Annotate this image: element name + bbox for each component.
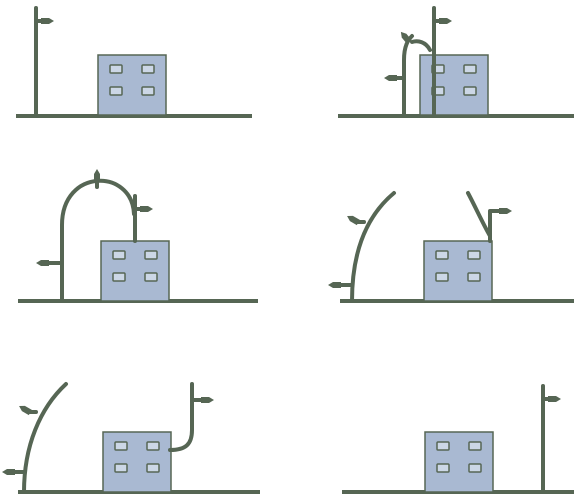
arrow-tip-icon <box>36 260 49 266</box>
building-icon <box>423 240 493 302</box>
arrow-tip-icon <box>201 397 214 403</box>
panel-3-arched-branch-over-building <box>18 169 258 303</box>
arrow-tip-icon <box>439 18 452 24</box>
arrow-tip-icon <box>140 206 153 212</box>
panel-4-arc-widening <box>328 191 574 303</box>
building-icon <box>419 54 489 116</box>
arc-right <box>466 191 492 243</box>
panel-1-pole-beside-building <box>16 6 252 118</box>
building-icon <box>97 54 167 116</box>
building-body <box>102 431 172 493</box>
building-body <box>97 54 167 116</box>
arrow-tip-icon <box>499 208 512 214</box>
arched-branch <box>60 178 136 303</box>
building-body <box>424 431 494 493</box>
building-body <box>423 240 493 302</box>
growing-branch <box>402 34 414 118</box>
building-icon <box>424 431 494 493</box>
building-icon <box>102 431 172 493</box>
arc-left <box>22 382 68 494</box>
arrow-tip-icon <box>94 169 100 182</box>
branch-curve <box>410 39 432 52</box>
arrow-tip-icon <box>328 282 341 288</box>
panel-2-branch-starting-to-grow <box>338 6 574 118</box>
building-body <box>419 54 489 116</box>
arrow-tip-icon <box>41 18 54 24</box>
branch-behind-building <box>168 382 194 452</box>
panel-5-arc-passing-behind-building <box>2 382 260 494</box>
arrow-tip-icon <box>2 469 15 475</box>
arrow-tip-icon <box>345 213 360 226</box>
arc-left <box>350 191 396 303</box>
building-icon <box>100 240 170 302</box>
arrow-tip-icon <box>548 396 561 402</box>
panel-6-pole-moved-right-of-building <box>342 384 574 494</box>
arrow-tip-icon <box>17 403 32 416</box>
building-body <box>100 240 170 302</box>
lamp-arm <box>488 209 504 238</box>
